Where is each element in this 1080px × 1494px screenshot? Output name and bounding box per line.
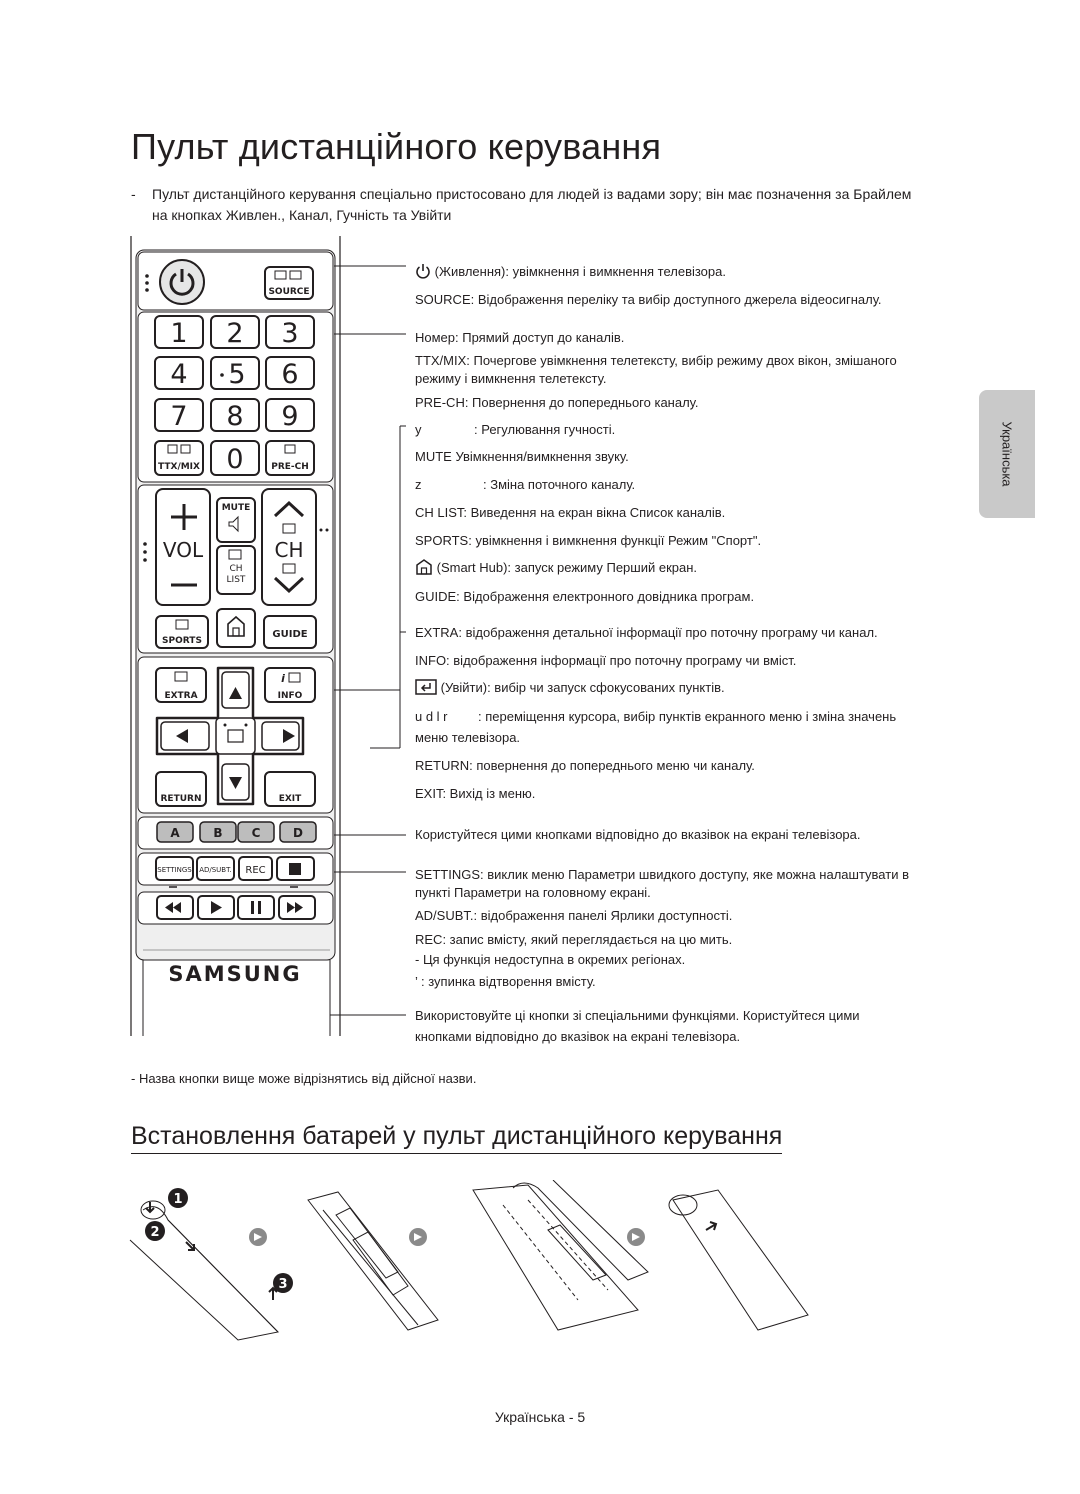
- desc-smarthub: (Smart Hub): запуск режиму Перший екран.: [415, 558, 697, 577]
- desc-power: (Живлення): увімкнення і вимкнення телев…: [415, 262, 726, 281]
- next-arrow-icon: [409, 1228, 427, 1246]
- desc-exit: EXIT: Вихід із меню.: [415, 786, 536, 801]
- extra-label: EXTRA: [164, 691, 197, 701]
- settings-label: SETTINGS: [157, 866, 192, 874]
- language-tab: Українська: [979, 390, 1035, 518]
- key-6: 6: [281, 359, 298, 390]
- source-label: SOURCE: [268, 287, 309, 297]
- pre-ch-label: PRE-CH: [271, 462, 309, 472]
- power-icon: [169, 269, 195, 296]
- color-key-d: D: [293, 826, 303, 840]
- footnote: - Назва кнопки вище може відрізнятись ві…: [131, 1071, 477, 1086]
- desc-smarthub-text: (Smart Hub): запуск режиму Перший екран.: [436, 560, 698, 575]
- guide-label: GUIDE: [272, 629, 307, 640]
- key-1: 1: [170, 318, 187, 349]
- stop-icon: [289, 863, 301, 875]
- next-arrow-icon: [249, 1228, 267, 1246]
- enter-icon: [415, 679, 437, 695]
- page-title: Пульт дистанційного керування: [131, 126, 662, 167]
- desc-rec: REC: запис вмісту, який переглядається н…: [415, 932, 733, 947]
- sports-label: SPORTS: [162, 636, 202, 646]
- rec-label: REC: [245, 865, 265, 876]
- play-icon: [211, 901, 222, 914]
- desc-rec-note: - Ця функція недоступна в окремих регіон…: [415, 952, 686, 967]
- key-3: 3: [281, 318, 298, 349]
- color-key-c: C: [252, 826, 261, 840]
- next-arrow-icon: [627, 1228, 645, 1246]
- desc-ttx-2: режиму і вимкнення телетексту.: [415, 371, 607, 386]
- desc-ttx-1: TTX/MIX: Почергове увімкнення телетексту…: [415, 353, 897, 368]
- desc-ch-key: z: [415, 477, 422, 492]
- color-key-a: A: [170, 826, 180, 840]
- desc-extra: EXTRA: відображення детальної інформації…: [415, 625, 878, 640]
- battery-steps-illustration: 1 2 3: [129, 1180, 809, 1341]
- key-7: 7: [170, 401, 187, 432]
- samsung-logo: SAMSUNG: [168, 962, 301, 986]
- desc-sports: SPORTS: увімкнення і вимкнення функції Р…: [415, 533, 762, 548]
- language-tab-label: Українська: [999, 421, 1015, 487]
- info-i-icon: i: [281, 672, 285, 685]
- desc-vol-key: y: [415, 422, 422, 437]
- desc-guide: GUIDE: Відображення електронного довідни…: [415, 589, 755, 604]
- desc-udlr-1: : переміщення курсора, вибір пунктів екр…: [478, 709, 897, 724]
- home-icon: [227, 615, 245, 637]
- desc-mute: MUTE Увімкнення/вимкнення звуку.: [415, 449, 629, 464]
- rewind-icon: [165, 902, 181, 913]
- desc-settings-1: SETTINGS: виклик меню Параметри швидкого…: [415, 867, 909, 882]
- desc-number: Номер: Прямий доступ до каналів.: [415, 330, 625, 345]
- intro-note: - Пульт дистанційного керування спеціаль…: [131, 184, 951, 226]
- desc-vol: : Регулювання гучності.: [474, 422, 616, 437]
- desc-chlist: CH LIST: Виведення на екран вікна Список…: [415, 505, 726, 520]
- ttx-mix-label: TTX/MIX: [158, 462, 200, 472]
- vol-label: VOL: [163, 538, 204, 562]
- return-label: RETURN: [161, 794, 202, 804]
- fast-forward-icon: [287, 902, 303, 913]
- remote-illustration: .k { fill:#fff; stroke:#231f20; stroke-w…: [130, 236, 341, 1036]
- desc-media-2: кнопками відповідно до вказівок на екран…: [415, 1029, 741, 1044]
- power-icon: [415, 263, 431, 279]
- pause-icon: [251, 901, 261, 914]
- step-1-badge: 1: [173, 1192, 182, 1207]
- desc-udlr-keys: u d l r: [415, 709, 448, 724]
- ch-list-label-1: CH: [229, 564, 242, 574]
- desc-stop: ’ : зупинка відтворення вмісту.: [415, 974, 596, 989]
- key-2: 2: [226, 318, 243, 349]
- mute-label: MUTE: [222, 503, 251, 513]
- color-key-b: B: [213, 826, 222, 840]
- desc-return: RETURN: повернення до попереднього меню …: [415, 758, 755, 773]
- intro-line-2: на кнопках Живлен., Канал, Гучність та У…: [152, 207, 452, 223]
- desc-udlr-2: меню телевізора.: [415, 730, 521, 745]
- key-8: 8: [226, 401, 243, 432]
- info-label: INFO: [278, 691, 303, 701]
- desc-color-keys: Користуйтеся цими кнопками відповідно до…: [415, 827, 861, 842]
- desc-ch: : Зміна поточного каналу.: [483, 477, 636, 492]
- ch-list-label-2: LIST: [227, 575, 246, 585]
- step-2-badge: 2: [150, 1225, 159, 1240]
- exit-label: EXIT: [279, 794, 302, 804]
- desc-settings-2: пункті Параметри на головному екрані.: [415, 885, 651, 900]
- intro-line-1: Пульт дистанційного керування спеціально…: [152, 186, 912, 202]
- key-9: 9: [281, 401, 298, 432]
- desc-source: SOURCE: Відображення переліку та вибір д…: [415, 292, 882, 307]
- key-4: 4: [170, 359, 187, 390]
- desc-info: INFO: відображення інформації про поточн…: [415, 653, 797, 668]
- section-title: Встановлення батарей у пульт дистанційно…: [131, 1122, 783, 1154]
- intro-dash: -: [131, 186, 136, 202]
- page-number: Українська - 5: [494, 1409, 586, 1425]
- desc-prech: PRE-CH: Повернення до попереднього канал…: [415, 395, 699, 410]
- callout-lines: [330, 265, 406, 1016]
- desc-media-1: Використовуйте ці кнопки зі спеціальними…: [415, 1008, 860, 1023]
- home-icon: [415, 559, 433, 575]
- desc-adsubt: AD/SUBT.: відображення панелі Ярлики дос…: [415, 908, 733, 923]
- key-5: 5: [228, 359, 245, 390]
- number-keys: 1 2 3 4 5 6 7 8 9 0 TTX/MIX PRE-CH: [154, 315, 315, 476]
- dpad: [155, 666, 305, 806]
- ad-subt-label: AD/SUBT.: [199, 866, 232, 874]
- desc-enter-text: (Увійти): вибір чи запуск сфокусованих п…: [440, 680, 725, 695]
- ch-label: CH: [274, 538, 303, 562]
- step-3-badge: 3: [278, 1277, 287, 1292]
- desc-power-text: (Живлення): увімкнення і вимкнення телев…: [434, 264, 726, 279]
- key-0: 0: [226, 444, 243, 475]
- desc-enter: (Увійти): вибір чи запуск сфокусованих п…: [415, 678, 725, 697]
